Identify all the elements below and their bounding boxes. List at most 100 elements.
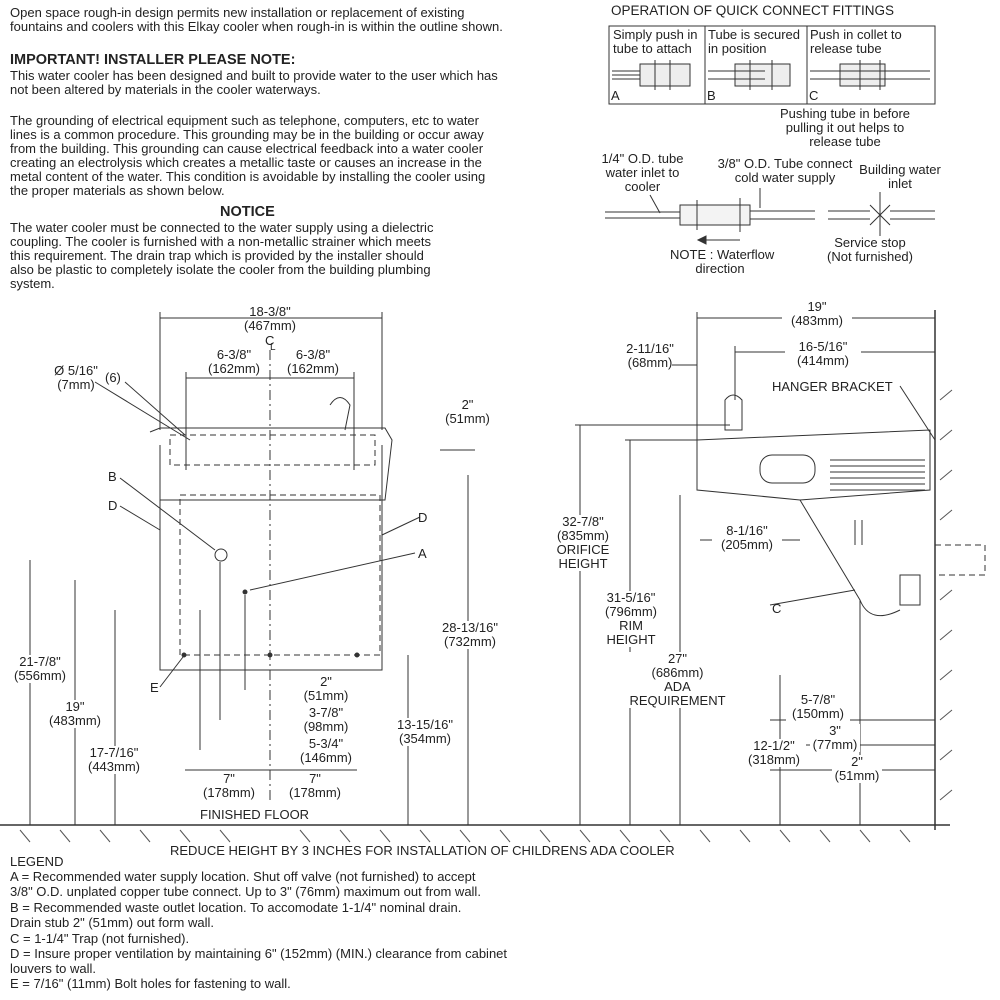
dim-text: (318mm) [747,752,800,767]
notice-heading: NOTICE [220,204,275,220]
side-dim-16: 16-5/16" (414mm) [785,340,861,368]
dim-right-half: 6-3/8" (162mm) [282,348,344,376]
dim-text: (205mm) [720,537,773,552]
dim-text: (77mm) [812,737,858,752]
dim-text: 6-3/8" [295,347,331,362]
legend-line: B = Recommended waste outlet location. T… [10,900,462,915]
notice-line: this requirement. The drain trap which i… [10,248,424,263]
pushing-note: Pushing tube in before pulling it out he… [765,107,925,149]
dim-text: 13-15/16" [397,717,453,732]
dim-28: 28-13/16" (732mm) [435,621,505,649]
dim-text: (7mm) [57,377,95,392]
dim-text: 3-7/8" [308,705,344,720]
dim-text: (835mm) [556,528,609,543]
important-p2-line: the proper materials as shown below. [10,183,225,198]
legend-line: D = Insure proper ventilation by maintai… [10,946,508,961]
dim-text: 7" [223,771,235,786]
pushing-note-line: pulling it out helps to [785,120,905,135]
tube-38-line: 3/8" O.D. Tube connect [717,156,853,171]
dim-13: 13-15/16" (354mm) [390,718,460,746]
dim-text: (51mm) [445,411,490,426]
qc-panel-a-line2: tube to attach [613,41,692,56]
important-p2-line: lines is a common procedure. This ground… [10,127,484,142]
dim-text: 2-11/16" [626,341,674,356]
qc-panel-a-line1: Simply push in [613,27,698,42]
label-c: C [772,601,782,616]
trap-fitting [899,574,921,606]
dim-text: HEIGHT [558,556,608,571]
dim-text: 27" [667,651,688,666]
dim-3: 3-7/8" (98mm) [298,706,354,734]
dim-text: (150mm) [791,706,844,721]
dim-text: 28-13/16" [442,620,498,635]
building-inlet-line: inlet [888,176,912,191]
qc-fitting-a [612,60,691,90]
label-b: B [108,469,117,484]
dim-text: 19" [65,699,85,714]
bubbler-side [724,394,743,431]
dim-text: (178mm) [202,785,255,800]
notice-line: system. [10,276,55,291]
tube-38-label: 3/8" O.D. Tube connect cold water supply [700,157,870,185]
inner-dashed [179,494,381,656]
hanger-bracket: HANGER BRACKET [772,379,893,394]
label-a: A [418,546,427,561]
important-p1-line: not been altered by materials in the coo… [10,82,321,97]
dim-text: 2" [851,754,863,769]
dim-text: 18-3/8" [249,304,291,319]
dim-text: 2" [320,674,332,689]
side-dim-2: 2" (51mm) [832,755,882,783]
qc-panel-b-line1: Tube is secured [708,27,801,42]
dim-text: (483mm) [790,313,843,328]
dim-text: (732mm) [443,634,496,649]
dim-2: 2" (51mm) [298,675,354,703]
dim-text: 5-3/4" [308,736,344,751]
building-inlet-line: Building water [859,162,941,177]
dim-text: (354mm) [398,731,451,746]
dim-text: (51mm) [303,688,349,703]
dim-21: 21-7/8" (556mm) [8,655,72,683]
dim-text: (414mm) [796,353,849,368]
dim-text: (483mm) [48,713,101,728]
waterflow-note-line: NOTE : Waterflow [670,247,775,262]
dim-text: (556mm) [13,668,66,683]
dim-text: ORIFICE [556,542,610,557]
tube-assembly [605,198,935,236]
legend-line: A = Recommended water supply location. S… [10,869,476,884]
dim-text: (796mm) [604,604,657,619]
cabinet-outline [159,445,383,671]
service-stop-line: Service stop [834,235,906,250]
legend-line: E = 7/16" (11mm) Bolt holes for fastenin… [10,976,291,991]
leader [649,194,661,214]
dim-text: 21-7/8" [19,654,61,669]
dim-text: 19" [807,299,827,314]
dim-text: (68mm) [627,355,673,370]
dim-text: (162mm) [207,361,260,376]
dim-text: (162mm) [286,361,339,376]
important-p2-line: The grounding of electrical equipment su… [10,113,479,128]
dim-text: 3" [829,723,841,738]
qc-fitting-c [810,60,930,90]
dim-text: 5-7/8" [800,692,836,707]
dim-text: (443mm) [87,759,140,774]
legend-line: C = 1-1/4" Trap (not furnished). [10,931,190,946]
notice-line: also be plastic to completely isolate th… [10,262,431,277]
tube-quarter-line: cooler [624,179,661,194]
important-heading: IMPORTANT! INSTALLER PLEASE NOTE: [10,52,296,68]
service-stop-line: (Not furnished) [827,249,913,264]
basin-dashed [169,434,376,466]
side-dim-2-11: 2-11/16" (68mm) [618,342,682,370]
dim-text: 16-5/16" [798,339,848,354]
building-inlet-label: Building water inlet [845,163,955,191]
dim-text: 12-1/2" [753,738,795,753]
dim-text: (51mm) [834,768,880,783]
side-dim-orifice: 32-7/8" (835mm) ORIFICE HEIGHT [550,515,616,571]
qc-panel-c-line1: Push in collet to [810,27,902,42]
dim-17: 17-7/16" (443mm) [82,746,146,774]
side-dim-5-7: 5-7/8" (150mm) [786,693,850,721]
dim-text: 32-7/8" [562,514,604,529]
qc-panel-b-letter: B [707,88,716,103]
qc-panel-c-frame [806,25,936,105]
quick-connect-title: OPERATION OF QUICK CONNECT FITTINGS [611,3,895,18]
dim-text: ADA [664,679,691,694]
